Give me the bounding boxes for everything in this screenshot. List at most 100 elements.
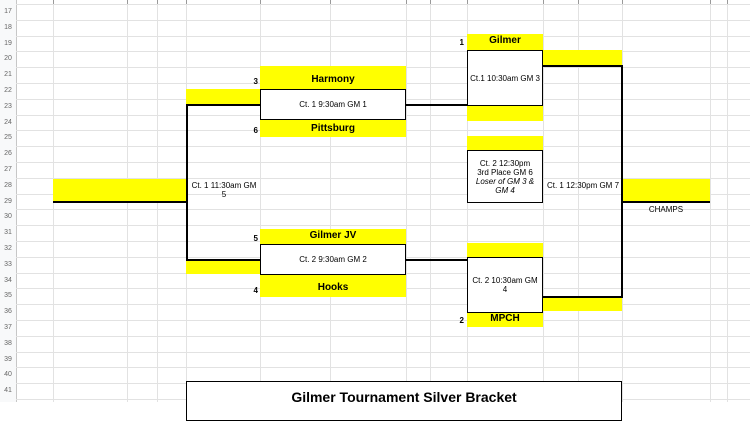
bracket-line: [406, 259, 467, 261]
row-number[interactable]: 27: [4, 166, 12, 173]
game-1-box[interactable]: Ct. 1 9:30am GM 1: [260, 89, 406, 120]
row-number[interactable]: 31: [4, 229, 12, 236]
bracket-line: [53, 201, 186, 203]
column-header-edge: [727, 0, 728, 4]
grid-row-line: [16, 162, 750, 163]
highlight-cell[interactable]: [260, 120, 406, 137]
row-number[interactable]: 38: [4, 340, 12, 347]
bracket-line: [543, 296, 622, 298]
row-number[interactable]: 20: [4, 55, 12, 62]
grid-column-line: [543, 0, 544, 402]
row-number[interactable]: 24: [4, 119, 12, 126]
column-header-edge: [53, 0, 54, 4]
row-number[interactable]: 18: [4, 24, 12, 31]
highlight-cell[interactable]: [543, 296, 622, 311]
row-number[interactable]: 34: [4, 277, 12, 284]
highlight-cell[interactable]: [260, 66, 406, 89]
seed-gilmer-jv: 5: [253, 234, 258, 243]
highlight-cell[interactable]: [543, 50, 622, 65]
team-hooks[interactable]: Hooks: [317, 282, 349, 293]
game-6-box[interactable]: Ct. 2 12:30pm 3rd Place GM 6 Loser of GM…: [467, 150, 543, 203]
grid-row-line: [16, 36, 750, 37]
game-3-box[interactable]: Ct.1 10:30am GM 3: [467, 50, 543, 106]
column-header-edge: [127, 0, 128, 4]
row-number[interactable]: 35: [4, 292, 12, 299]
grid-column-line: [406, 0, 407, 402]
game-5-label: Ct. 1 11:30am GM 5: [191, 181, 257, 199]
highlight-cell[interactable]: [53, 179, 186, 201]
row-header: 17 18 19 20 21 22 23 24 25 26 27 28 29 30 31 32 33 34 35 36…: [0, 0, 17, 402]
grid-row-line: [16, 178, 750, 179]
game-6-line-2: 3rd Place GM 6: [477, 167, 533, 177]
highlight-cell[interactable]: [186, 259, 260, 274]
game-2-box[interactable]: Ct. 2 9:30am GM 2: [260, 244, 406, 275]
grid-row-line: [16, 367, 750, 368]
team-harmony[interactable]: Harmony: [311, 74, 355, 85]
game-1-label: Ct. 1 9:30am GM 1: [299, 100, 367, 109]
grid-row-line: [16, 194, 750, 195]
bracket-line: [543, 65, 622, 67]
highlight-cell[interactable]: [260, 275, 406, 297]
row-number[interactable]: 22: [4, 87, 12, 94]
row-number[interactable]: 28: [4, 182, 12, 189]
grid-column-line: [727, 0, 728, 402]
row-number[interactable]: 29: [4, 198, 12, 205]
column-header-edge: [260, 0, 261, 4]
row-number[interactable]: 41: [4, 387, 12, 394]
highlight-cell[interactable]: [467, 106, 543, 121]
column-header-edge: [467, 0, 468, 4]
grid-column-line: [260, 0, 261, 402]
highlight-cell[interactable]: [467, 243, 543, 257]
highlight-cell[interactable]: [467, 136, 543, 150]
game-3-label: Ct.1 10:30am GM 3: [470, 73, 540, 83]
row-number[interactable]: 40: [4, 371, 12, 378]
grid-row-line: [16, 320, 750, 321]
bracket-line: [186, 104, 260, 106]
column-header-edge: [157, 0, 158, 4]
highlight-cell[interactable]: [260, 229, 406, 244]
team-mpch[interactable]: MPCH: [490, 313, 520, 324]
seed-pittsburg: 6: [253, 126, 258, 135]
row-number[interactable]: 17: [4, 8, 12, 15]
game-6-line-3: Loser of GM 3 & GM 4: [475, 176, 535, 195]
bracket-line: [622, 201, 710, 203]
row-number[interactable]: 37: [4, 324, 12, 331]
title-box: Gilmer Tournament Silver Bracket: [186, 381, 622, 421]
game-4-box[interactable]: Ct. 2 10:30am GM 4: [467, 257, 543, 313]
seed-harmony: 3: [253, 77, 258, 86]
grid-row-line: [16, 4, 750, 5]
column-header-edge: [710, 0, 711, 4]
team-gilmer-jv[interactable]: Gilmer JV: [309, 230, 357, 241]
bracket-line: [406, 104, 467, 106]
grid-column-line: [578, 0, 579, 402]
grid-column-line: [430, 0, 431, 402]
highlight-cell[interactable]: [467, 34, 543, 50]
bracket-line: [621, 65, 623, 298]
grid-row-line: [16, 20, 750, 21]
team-gilmer[interactable]: Gilmer: [489, 35, 521, 46]
row-number[interactable]: 30: [4, 213, 12, 220]
highlight-cell[interactable]: [186, 89, 260, 104]
column-header-edge: [622, 0, 623, 4]
row-number[interactable]: 36: [4, 308, 12, 315]
grid-row-line: [16, 352, 750, 353]
highlight-cell[interactable]: [467, 313, 543, 327]
grid-row-line: [16, 51, 750, 52]
column-header-edge: [543, 0, 544, 4]
bracket-line: [186, 259, 260, 261]
seed-gilmer: 1: [459, 38, 464, 47]
grid-row-line: [16, 336, 750, 337]
grid-row-line: [16, 225, 750, 226]
row-number[interactable]: 23: [4, 103, 12, 110]
row-number[interactable]: 21: [4, 71, 12, 78]
grid-column-line: [710, 0, 711, 402]
row-number[interactable]: 25: [4, 134, 12, 141]
highlight-cell[interactable]: [622, 179, 710, 201]
row-number[interactable]: 26: [4, 150, 12, 157]
row-number[interactable]: 32: [4, 245, 12, 252]
team-pittsburg[interactable]: Pittsburg: [311, 123, 355, 134]
row-number[interactable]: 33: [4, 261, 12, 268]
row-number[interactable]: 39: [4, 356, 12, 363]
game-6-line-1: Ct. 2 12:30pm: [479, 158, 531, 168]
row-number[interactable]: 19: [4, 40, 12, 47]
